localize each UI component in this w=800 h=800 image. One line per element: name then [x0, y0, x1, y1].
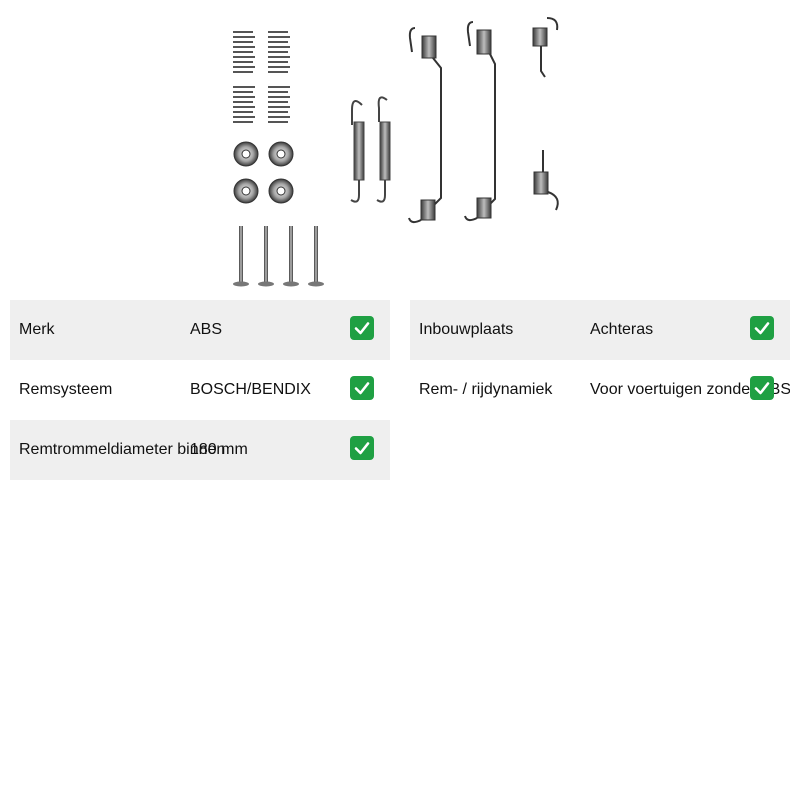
spec-label: Rem- / rijdynamiek [419, 381, 553, 398]
product-image [233, 17, 559, 287]
check-icon [350, 316, 374, 340]
spec-row-rijdynamiek: Rem- / rijdynamiek Voor voertuigen zonde… [410, 360, 790, 420]
check-icon [350, 436, 374, 460]
spec-value: 180 mm [190, 441, 248, 458]
check-icon [750, 376, 774, 400]
spec-value: ABS [190, 321, 223, 338]
tension-spring-icon [350, 96, 391, 203]
hold-down-pin-icon [233, 226, 324, 287]
spring-cup-icon [233, 141, 294, 204]
spec-row-remsysteem: Remsysteem BOSCH/BENDIX [10, 360, 390, 420]
spec-label: Remsysteem [19, 381, 113, 398]
spec-table-left: Merk ABS Remsysteem BOSCH/BENDIX Remtrom… [10, 300, 390, 480]
spec-table-right: Inbouwplaats Achteras Rem- / rijdynamiek… [410, 300, 790, 420]
check-icon [350, 376, 374, 400]
spec-value: Voor voertuigen zonder ABS [590, 381, 790, 398]
spec-label: Inbouwplaats [419, 321, 514, 338]
hook-spring-icon [532, 17, 559, 211]
spec-value: BOSCH/BENDIX [190, 381, 311, 398]
check-icon [750, 316, 774, 340]
spec-label: Remtrommeldiameter binnen [19, 441, 226, 458]
spec-row-merk: Merk ABS [10, 300, 390, 360]
spec-row-inbouwplaats: Inbouwplaats Achteras [410, 300, 790, 360]
spec-value: Achteras [590, 321, 654, 338]
spec-label: Merk [19, 321, 55, 338]
return-spring-icon [408, 21, 496, 224]
spec-row-remtrommeldiameter: Remtrommeldiameter binnen 180 mm [10, 420, 390, 480]
compression-spring-icon [233, 31, 290, 123]
